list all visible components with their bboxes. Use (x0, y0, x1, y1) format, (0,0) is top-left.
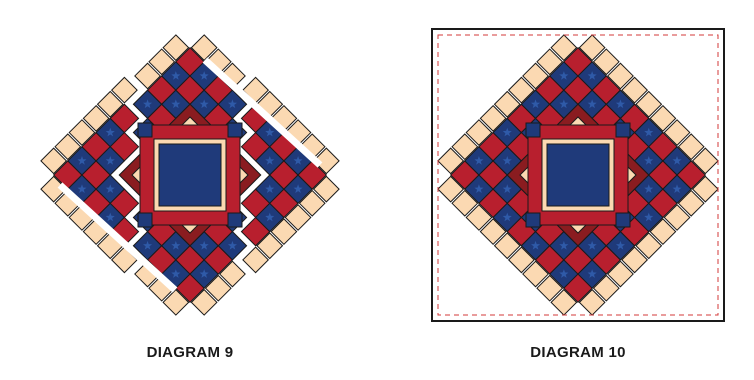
center-corner-square (616, 213, 630, 227)
center-corner-square (138, 123, 152, 137)
diagram-9-caption: DIAGRAM 9 (147, 344, 234, 361)
center-corner-square (526, 213, 540, 227)
center-corner-square (228, 213, 242, 227)
center-corner-square (526, 123, 540, 137)
quilt-body-9 (41, 35, 339, 315)
quilt-diagram-10 (432, 29, 724, 321)
center-navy-square (547, 144, 609, 206)
center-corner-square (616, 123, 630, 137)
center-navy-square (159, 144, 221, 206)
quilt-body-10 (438, 35, 718, 315)
quilt-diagram-9 (41, 35, 339, 315)
center-corner-square (138, 213, 152, 227)
center-corner-square (228, 123, 242, 137)
diagram-10-caption: DIAGRAM 10 (530, 344, 626, 361)
